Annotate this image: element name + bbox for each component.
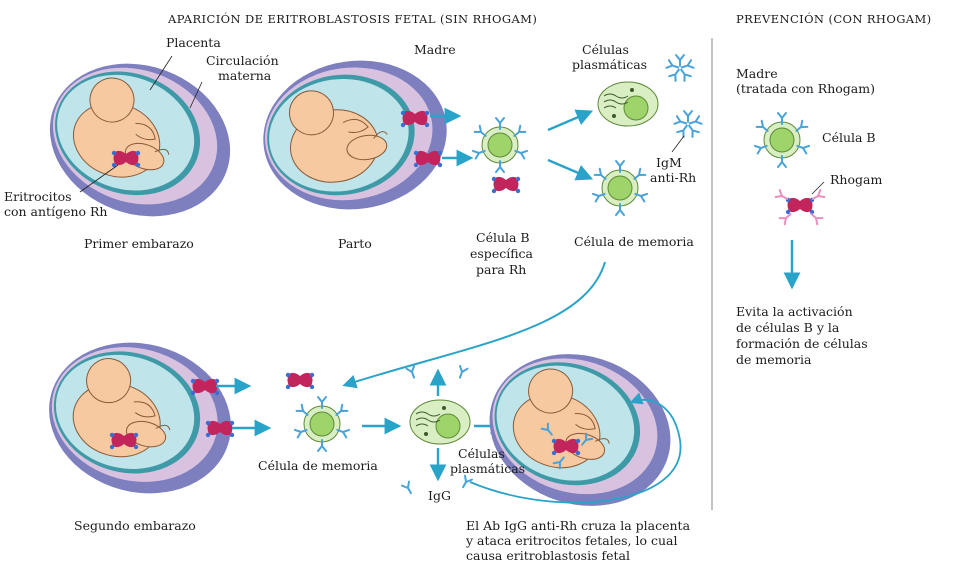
memory-cell-label-bottom: Célula de memoria [258, 458, 378, 473]
caption-line-3: causa eritroblastosis fetal [466, 548, 630, 563]
first-pregnancy-label: Primer embarazo [84, 236, 194, 251]
prevention-result-4: de memoria [736, 352, 811, 367]
prevention-result-3: formación de células [736, 336, 868, 351]
prevention-b-cell [755, 113, 809, 167]
rh-specific-b-cell [473, 118, 527, 193]
memory-cell-label-top: Célula de memoria [574, 234, 694, 249]
arrow-bcell-to-memory [548, 160, 590, 178]
b-cell-label-1: Célula B [476, 230, 530, 245]
mother-label: Madre [414, 42, 456, 57]
rhogam-label: Rhogam [830, 172, 882, 187]
right-section-title: PREVENCIÓN (CON RHOGAM) [736, 12, 932, 27]
prevention-b-cell-label: Célula B [822, 130, 876, 145]
prevention-mother-label-1: Madre [736, 66, 778, 81]
plasma-cells-label-2: plasmáticas [572, 57, 647, 72]
plasma-cell-bottom [410, 400, 470, 444]
prevention-result-1: Evita la activación [736, 304, 853, 319]
birth-label: Parto [338, 236, 372, 251]
plasma-cells-label-1: Células [582, 42, 629, 57]
left-section-title: APARICIÓN DE ERITROBLASTOSIS FETAL (SIN … [168, 12, 537, 27]
second-pregnancy-womb [32, 323, 248, 514]
second-pregnancy-label: Segundo embarazo [74, 518, 196, 533]
igg-label: IgG [428, 488, 451, 503]
b-cell-label-2: específica [470, 246, 533, 261]
igm-molecules [666, 55, 701, 137]
birth-womb [254, 49, 457, 221]
plasma-cells-bottom-label-1: Células [458, 446, 505, 461]
erythrocytes-label-2: con antígeno Rh [4, 204, 108, 219]
prevention-result-2: de células B y la [736, 320, 839, 335]
maternal-circulation-label-2: materna [218, 68, 271, 83]
rhogam-complex [776, 190, 825, 224]
caption-line-2: y ataca eritrocitos fetales, lo cual [466, 533, 677, 548]
igm-pointer [672, 136, 684, 152]
memory-cell-top [593, 161, 647, 215]
rhogam-pointer [812, 182, 824, 194]
maternal-circulation-label-1: Circulación [206, 53, 279, 68]
plasma-cells-bottom-label-2: plasmáticas [450, 461, 525, 476]
placenta-label: Placenta [166, 35, 221, 50]
b-cell-label-3: para Rh [476, 262, 526, 277]
caption-line-1: El Ab IgG anti-Rh cruza la placenta [466, 518, 690, 533]
igm-label-1: IgM [656, 155, 682, 170]
prevention-mother-label-2: (tratada con Rhogam) [736, 81, 875, 96]
arrow-bcell-to-plasma [548, 112, 590, 130]
affected-fetus-womb [470, 331, 691, 529]
igm-label-2: anti-Rh [650, 170, 696, 185]
memory-cell-bottom [295, 397, 349, 451]
plasma-cell-top [598, 82, 658, 126]
erythrocytes-label-1: Eritrocitos [4, 189, 72, 204]
